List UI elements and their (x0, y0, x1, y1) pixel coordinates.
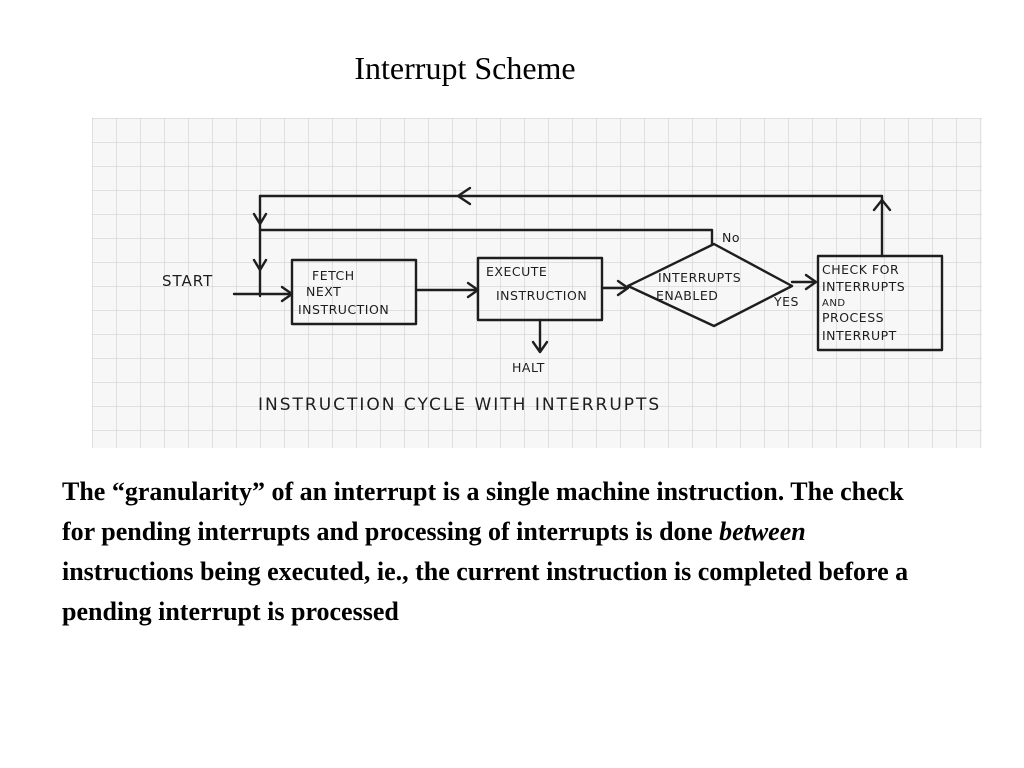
start-label: START (162, 272, 213, 290)
fetch-box (290, 258, 418, 326)
fetch-line-1: FETCH (312, 268, 355, 283)
execute-to-decision-arrowhead (616, 279, 630, 297)
halt-arrowhead (531, 340, 549, 354)
check-line-3: AND (822, 298, 846, 309)
check-line-5: INTERRUPT (822, 328, 897, 343)
loop-arrowhead-left (456, 186, 472, 206)
halt-label: HALT (512, 360, 545, 375)
diagram-canvas: START FETCH NEXT INSTRUCTION EXECUTE INS… (92, 118, 982, 448)
check-box (816, 254, 944, 352)
execute-line-2: INSTRUCTION (496, 288, 587, 303)
slide-title: Interrupt Scheme (354, 50, 576, 86)
decision-diamond (626, 242, 794, 328)
body-emphasis-between: between (719, 517, 806, 546)
diagram-caption: INSTRUCTION CYCLE WITH INTERRUPTS (258, 395, 661, 415)
fetch-line-2: NEXT (306, 284, 341, 299)
check-line-4: PROCESS (822, 310, 884, 325)
body-text-part-2: instructions being executed, ie., the cu… (62, 557, 909, 626)
body-text-part-1: The “granularity” of an interrupt is a s… (62, 477, 904, 546)
decision-to-check-arrowhead (804, 273, 818, 291)
graph-paper-grid (92, 118, 982, 448)
decision-line-2: ENABLED (656, 288, 718, 303)
loop-top-line (258, 194, 884, 216)
body-paragraph: The “granularity” of an interrupt is a s… (62, 472, 942, 632)
yes-label: YES (773, 294, 799, 309)
fetch-line-3: INSTRUCTION (298, 302, 389, 317)
decision-line-1: INTERRUPTS (658, 270, 741, 285)
loop-down-arrowhead (252, 212, 268, 226)
no-down-arrowhead (252, 258, 268, 272)
loop-arrowhead-up (872, 198, 892, 212)
execute-line-1: EXECUTE (486, 264, 547, 279)
check-line-1: CHECK FOR (822, 262, 899, 277)
no-return-line (258, 228, 714, 246)
instruction-cycle-diagram: START FETCH NEXT INSTRUCTION EXECUTE INS… (92, 118, 982, 448)
no-label: No (722, 230, 740, 245)
check-line-2: INTERRUPTS (822, 279, 905, 294)
